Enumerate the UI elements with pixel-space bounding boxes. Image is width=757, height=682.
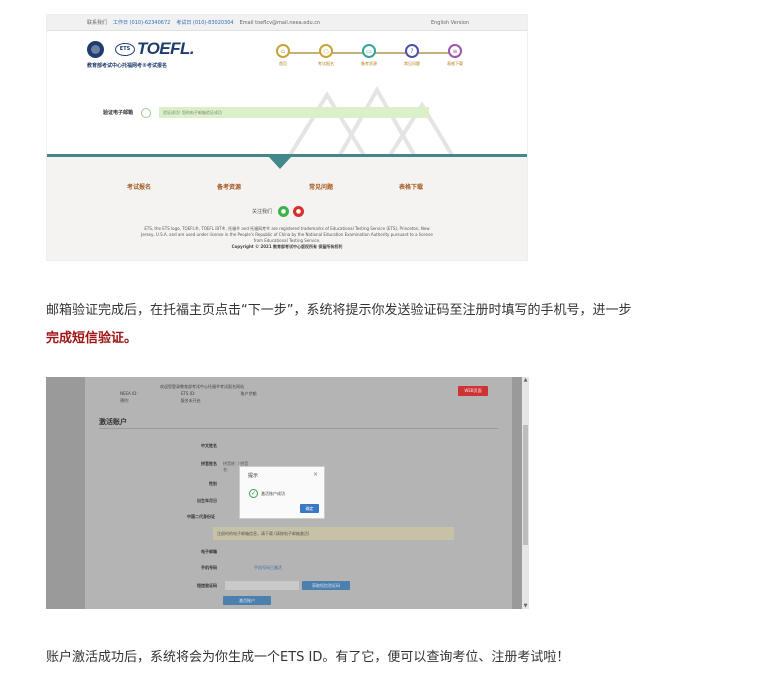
nav-item-register[interactable]: ○ 考试报名 (318, 44, 334, 67)
welcome-text: 欢迎您登录教育部考试中心托福®考试报名网站 (160, 384, 244, 389)
wechat-icon[interactable]: ● (278, 206, 290, 217)
id-row: NEEA ID: ETS ID: 账户余额 (120, 390, 257, 397)
search-icon: ○ (319, 44, 333, 58)
legal-notice: ETS, the ETS logo, TOEFL®, TOEFL iBT®, 托… (141, 226, 433, 250)
toefl-verify-screenshot: 联系我们 工作日 (010)-62340672 考试日 (010)-830203… (46, 14, 528, 261)
page-title: 激活账户 (99, 418, 127, 426)
field-label-pinyin-name: 拼音姓名 (201, 461, 217, 466)
footer-divider-arrow (269, 157, 291, 169)
field-value-pinyin-name: 拼音姓: / 拼音名: (223, 461, 249, 472)
copyright-text: Copyright © 2021 教育部考试中心版权所有 保留所有权利 (231, 244, 343, 249)
verify-email-row: 验证电子邮箱 验证成功! 您的电子邮箱验证成功 (103, 107, 430, 118)
document-icon: ≡ (448, 44, 462, 58)
close-icon[interactable]: × (312, 471, 318, 478)
verify-email-label: 验证电子邮箱 (103, 110, 134, 116)
article-paragraph-3: 账户激活成功后，系统将会为你生成一个ETS ID。有了它，便可以查询考位、注册考… (46, 650, 570, 665)
nav-item-home[interactable]: ⌂ 首页 (275, 44, 291, 67)
activate-account-screenshot: 欢迎您登录教育部考试中心托福®考试报名网站 NEEA ID: ETS ID: 账… (46, 377, 529, 609)
neea-seal-icon (87, 40, 104, 58)
field-label-chinese-name: 中文姓名 (201, 443, 217, 448)
activate-account-button[interactable]: 激活账户 (223, 596, 271, 605)
phone-status: 手机号码已激活 (254, 565, 282, 570)
workday-phone: 工作日 (010)-62340672 (113, 20, 171, 26)
scrollbar[interactable]: ▲ ▼ (522, 377, 529, 609)
exam-day-phone: 考试日 (010)-83020304 (176, 20, 234, 26)
account-summary: 欢迎您登录教育部考试中心托福®考试报名网站 NEEA ID: ETS ID: 账… (120, 383, 257, 404)
check-icon: ✓ (249, 489, 258, 498)
dialog-message: 激活账户成功 (261, 491, 285, 496)
site-subtitle: 教育部考试中心托福网考®考试报名 (87, 63, 168, 69)
footer-divider (47, 154, 527, 157)
ets-logo: ETS (115, 42, 135, 56)
footer-link-register[interactable]: 考试报名 (127, 184, 152, 191)
title-divider (99, 428, 498, 429)
sms-code-input[interactable] (225, 581, 299, 590)
status-row: 预约: 报名未开启 (120, 397, 257, 404)
balance-label: 账户余额 (240, 391, 257, 396)
page-footer: 考试报名 备考资源 常见问题 表格下载 关注我们 ● ● ETS, the ET… (47, 157, 527, 260)
follow-us-label: 关注我们 (252, 209, 273, 215)
email-info-banner: 注册时的电子邮箱信息，请下载 (请按电子邮箱激活) (213, 527, 454, 540)
weibo-icon[interactable]: ● (293, 206, 305, 217)
top-bar: 联系我们 工作日 (010)-62340672 考试日 (010)-830203… (47, 15, 527, 31)
brand-logo[interactable]: ETS TOEFL. (87, 39, 195, 59)
success-dialog: 提示 × ✓ 激活账户成功 确定 (239, 466, 325, 519)
footer-link-resources[interactable]: 备考资源 (217, 184, 242, 191)
field-label-gender: 性别 (209, 481, 217, 486)
nav-item-faq[interactable]: ? 常见问题 (404, 44, 420, 67)
field-label-id-card: 中国二代身份证 (187, 514, 215, 519)
main-nav: ⌂ 首页 ○ 考试报名 ▭ 备考资源 ? 常见问题 ≡ 表格下载 (275, 44, 465, 78)
nav-item-forms[interactable]: ≡ 表格下载 (447, 44, 463, 67)
footer-link-forms[interactable]: 表格下载 (399, 184, 424, 191)
mountain-decoration (285, 85, 457, 162)
scroll-down-icon[interactable]: ▼ (523, 603, 528, 609)
field-label-phone: 手机号码 (201, 565, 217, 570)
field-label-sms-code: 短信验证码 (197, 583, 217, 588)
english-version-link[interactable]: English Version (430, 19, 469, 26)
nav-item-resources[interactable]: ▭ 备考资源 (361, 44, 377, 67)
article-paragraph-1-emphasis: 完成短信验证。 (46, 331, 138, 346)
dialog-title: 提示 (248, 473, 259, 479)
follow-us: 关注我们 ● ● (252, 206, 305, 217)
field-label-email: 电子邮箱 (201, 549, 217, 554)
contact-link[interactable]: 联系我们 (87, 20, 108, 26)
field-label-birthdate: 出生年月日 (197, 498, 217, 503)
web-page-button[interactable]: WEB页面 (458, 386, 488, 396)
home-icon: ⌂ (276, 44, 290, 58)
dialog-ok-button[interactable]: 确定 (300, 504, 319, 513)
ets-id-label: ETS ID: (180, 391, 196, 396)
neea-id-label: NEEA ID: (120, 391, 138, 396)
verify-email-field[interactable]: 验证成功! 您的电子邮箱验证成功 (159, 107, 430, 118)
article-paragraph-1: 邮箱验证完成后，在托福主页点击“下一步”，系统将提示你发送验证码至注册时填写的手… (46, 303, 632, 318)
scrollbar-thumb[interactable] (523, 425, 528, 545)
status-value: 报名未开启 (180, 398, 201, 403)
book-icon: ▭ (362, 44, 376, 58)
scroll-up-icon[interactable]: ▲ (523, 377, 528, 383)
trademark-text: ETS, the ETS logo, TOEFL®, TOEFL iBT®, 托… (141, 226, 433, 243)
email-contact: Email toeflcv@mail.neea.edu.cn (239, 19, 321, 26)
status-label: 预约: (120, 398, 130, 403)
question-icon: ? (405, 44, 419, 58)
footer-link-faq[interactable]: 常见问题 (309, 184, 334, 191)
location-pin-icon (141, 107, 152, 118)
get-sms-code-button[interactable]: 获取短信验证码 (302, 581, 350, 590)
toefl-logo-text: TOEFL. (137, 39, 195, 58)
